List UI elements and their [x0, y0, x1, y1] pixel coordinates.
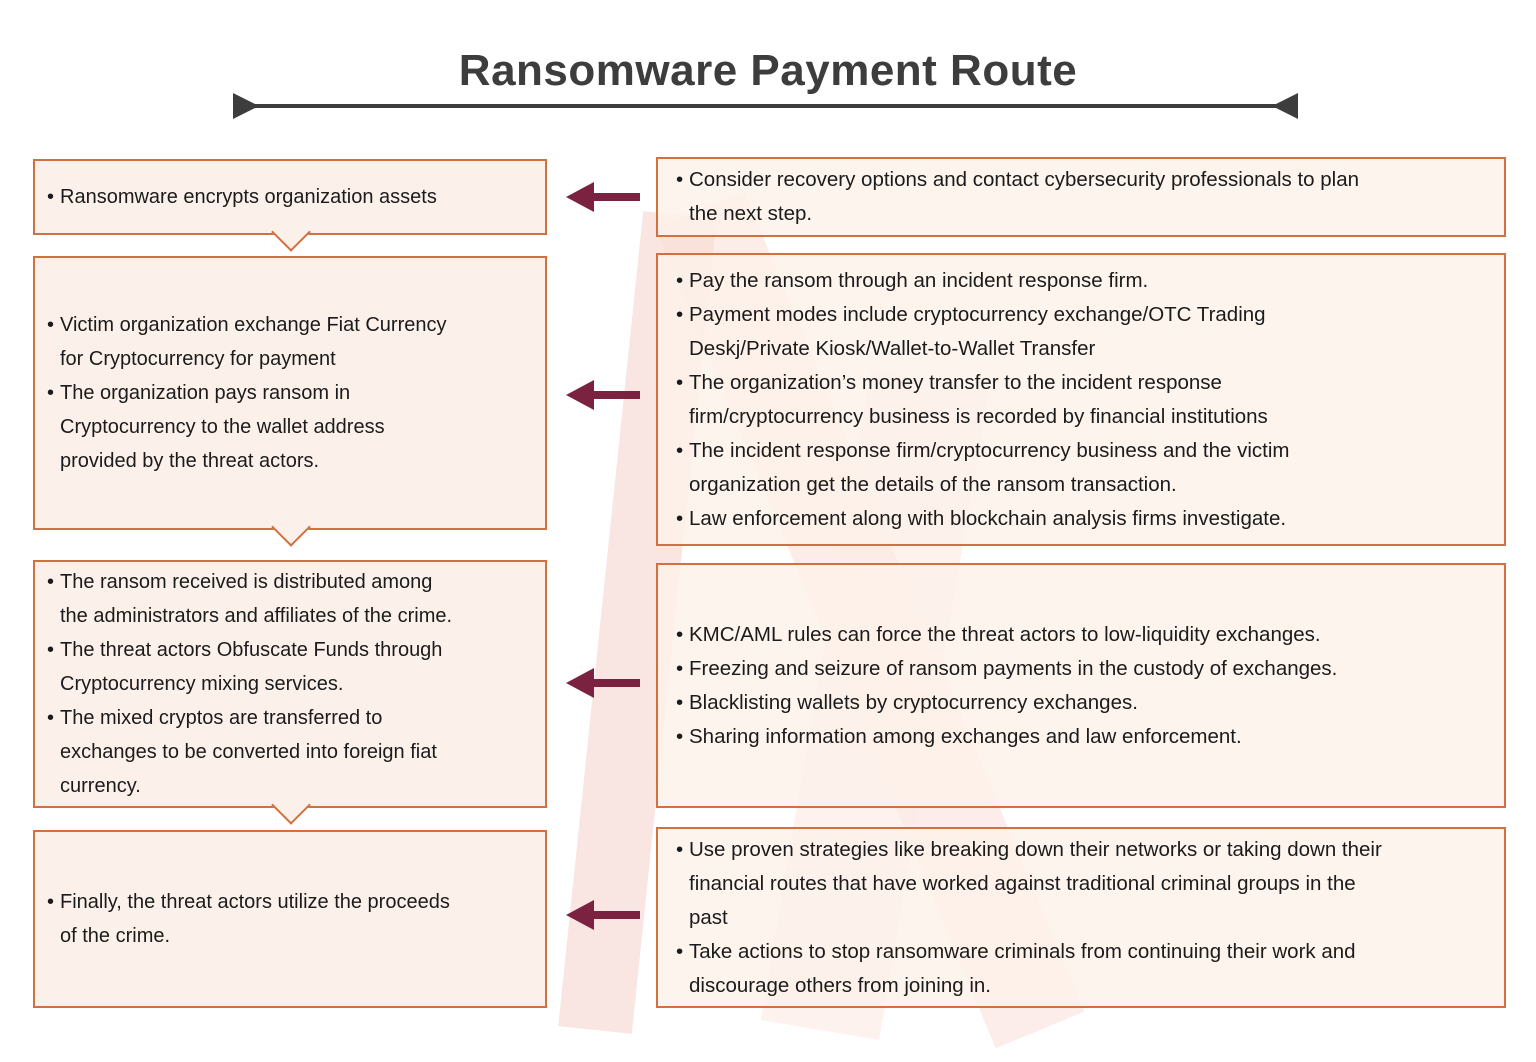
title-underline [237, 104, 1295, 108]
bullet-text: Payment modes include cryptocurrency exc… [689, 302, 1266, 360]
bullet-text: The threat actors Obfuscate Funds throug… [60, 639, 443, 695]
arrow-left-icon [566, 380, 640, 410]
bullet-text: The organization pays ransom in Cryptocu… [60, 382, 385, 472]
bullet-text: Ransomware encrypts organization assets [60, 186, 437, 208]
flow-detail-box-2: •Pay the ransom through an incident resp… [656, 253, 1506, 546]
flow-detail-box-3: •KMC/AML rules can force the threat acto… [656, 563, 1506, 808]
bullet-text: Pay the ransom through an incident respo… [689, 268, 1149, 292]
bullet-item: •Law enforcement along with blockchain a… [676, 502, 1488, 536]
arrow-left-icon [566, 668, 640, 698]
flow-detail-box-1: •Consider recovery options and contact c… [656, 157, 1506, 237]
bullet-glyph: • [676, 268, 684, 292]
bullet-item: •The ransom received is distributed amon… [47, 565, 539, 633]
bullet-glyph: • [676, 302, 684, 326]
bullet-item: •The organization’s money transfer to th… [676, 366, 1488, 434]
bullet-glyph: • [47, 707, 55, 729]
bullet-item: •The organization pays ransom in Cryptoc… [47, 376, 539, 478]
bullet-item: •Freezing and seizure of ransom payments… [676, 652, 1488, 686]
bullet-item: •Consider recovery options and contact c… [676, 163, 1488, 231]
flow-step-box-4: •Finally, the threat actors utilize the … [33, 830, 547, 1008]
bullet-item: •Victim organization exchange Fiat Curre… [47, 308, 539, 376]
bullet-text: The ransom received is distributed among… [60, 571, 453, 627]
flow-step-box-1: •Ransomware encrypts organization assets [33, 159, 547, 235]
bullet-text: The mixed cryptos are transferred to exc… [60, 707, 437, 797]
bullet-glyph: • [47, 571, 55, 593]
bullet-item: •The threat actors Obfuscate Funds throu… [47, 633, 539, 701]
bullet-text: The incident response firm/cryptocurrenc… [689, 438, 1290, 496]
bullet-item: •Take actions to stop ransomware crimina… [676, 935, 1488, 1003]
bullet-glyph: • [47, 639, 55, 661]
bullet-text: Sharing information among exchanges and … [689, 724, 1242, 748]
bullet-item: •Sharing information among exchanges and… [676, 720, 1488, 754]
flow-step-box-2: •Victim organization exchange Fiat Curre… [33, 256, 547, 530]
bullet-glyph: • [47, 314, 55, 336]
bullet-item: •Pay the ransom through an incident resp… [676, 264, 1488, 298]
page-title: Ransomware Payment Route [458, 46, 1078, 95]
bullet-item: •The mixed cryptos are transferred to ex… [47, 701, 539, 803]
bullet-text: The organization’s money transfer to the… [689, 370, 1268, 428]
bullet-glyph: • [676, 656, 684, 680]
bullet-text: Use proven strategies like breaking down… [689, 837, 1382, 929]
bullet-glyph: • [676, 168, 684, 191]
bullet-glyph: • [676, 438, 684, 462]
flow-detail-box-4: •Use proven strategies like breaking dow… [656, 827, 1506, 1008]
bullet-item: •Finally, the threat actors utilize the … [47, 885, 539, 953]
bullet-glyph: • [676, 690, 684, 714]
bullet-glyph: • [47, 891, 55, 913]
bullet-glyph: • [676, 506, 684, 530]
timeline-arrowhead-right-icon [1272, 93, 1298, 119]
arrow-left-icon [566, 900, 640, 930]
bullet-item: •The incident response firm/cryptocurren… [676, 434, 1488, 502]
bullet-text: Consider recovery options and contact cy… [689, 168, 1360, 225]
bullet-item: •Ransomware encrypts organization assets [47, 180, 539, 214]
bullet-glyph: • [676, 837, 684, 861]
bullet-text: Freezing and seizure of ransom payments … [689, 656, 1338, 680]
bullet-text: Take actions to stop ransomware criminal… [689, 939, 1356, 997]
bullet-item: •KMC/AML rules can force the threat acto… [676, 618, 1488, 652]
bullet-item: •Use proven strategies like breaking dow… [676, 833, 1488, 935]
bullet-text: Victim organization exchange Fiat Curren… [60, 314, 447, 370]
bullet-text: KMC/AML rules can force the threat actor… [689, 622, 1321, 646]
bullet-text: Finally, the threat actors utilize the p… [60, 891, 450, 947]
timeline-arrowhead-left-icon [233, 93, 259, 119]
bullet-text: Blacklisting wallets by cryptocurrency e… [689, 690, 1138, 714]
bullet-item: •Blacklisting wallets by cryptocurrency … [676, 686, 1488, 720]
bullet-glyph: • [676, 939, 684, 963]
flow-step-box-3: •The ransom received is distributed amon… [33, 560, 547, 808]
bullet-glyph: • [676, 622, 684, 646]
bullet-glyph: • [47, 382, 55, 404]
arrow-left-icon [566, 182, 640, 212]
bullet-text: Law enforcement along with blockchain an… [689, 506, 1287, 530]
bullet-glyph: • [676, 370, 684, 394]
bullet-glyph: • [47, 186, 55, 208]
bullet-item: •Payment modes include cryptocurrency ex… [676, 298, 1488, 366]
bullet-glyph: • [676, 724, 684, 748]
